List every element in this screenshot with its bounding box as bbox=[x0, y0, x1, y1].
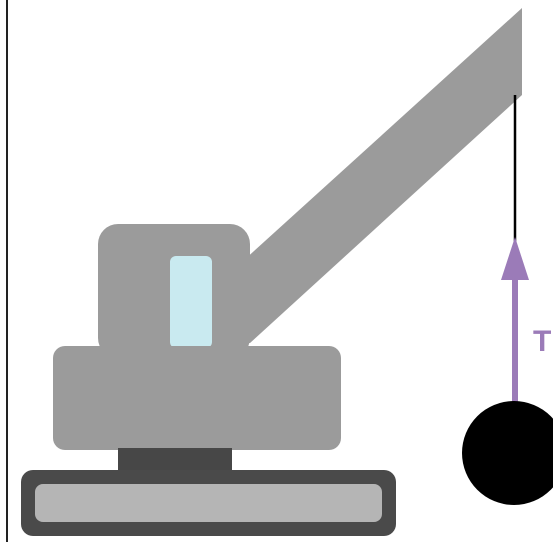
cab-window bbox=[170, 256, 212, 348]
wrecking-ball bbox=[462, 401, 553, 505]
crane-track-inner bbox=[35, 484, 382, 522]
crane-lower-body bbox=[53, 346, 341, 450]
tension-label: T bbox=[533, 325, 551, 358]
crane-turntable bbox=[118, 448, 232, 472]
tension-arrow-head bbox=[501, 237, 529, 280]
